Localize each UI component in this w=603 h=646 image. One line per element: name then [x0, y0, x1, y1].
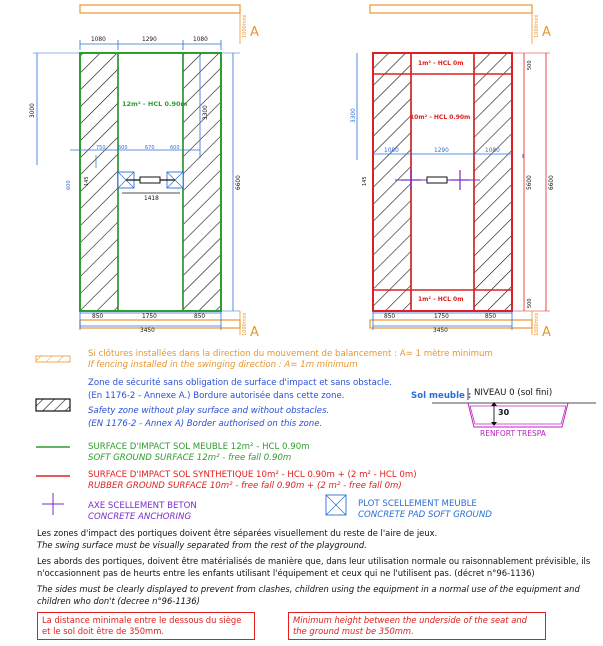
- right-bottom-dim-2: 1750: [434, 314, 449, 320]
- left-safety-zone-right: [182, 52, 222, 312]
- pad-legend-en: CONCRETE PAD SOFT GROUND: [358, 510, 492, 520]
- right-total-width: 3450: [433, 328, 448, 334]
- seat-height-note-en: Minimum height between the underside of …: [288, 612, 546, 640]
- right-marker-top: A: [542, 25, 551, 40]
- anchor-legend-fr: AXE SCELLEMENT BETON: [88, 501, 197, 511]
- right-bottom-dim-1: 850: [384, 314, 395, 320]
- soil-renfort: RENFORT TRESPA: [480, 429, 546, 438]
- left-height-dim: 6600: [236, 175, 242, 190]
- anchor-legend-en: CONCRETE ANCHORING: [88, 512, 192, 522]
- right-bottom-small: 500: [527, 298, 533, 308]
- notes-section: Les zones d'impact des portiques doivent…: [37, 528, 597, 612]
- left-top-dim-2: 1290: [142, 37, 157, 43]
- left-bottom-dim-1: 850: [92, 314, 103, 320]
- safety-legend-en-1: Safety zone without play surface and wit…: [88, 406, 330, 416]
- anchor-icon: [42, 493, 64, 515]
- fence-legend-swatch: [35, 355, 71, 363]
- soil-level-label: NIVEAU 0 (sol fini): [474, 388, 553, 398]
- left-spacing-2: 600: [118, 145, 128, 151]
- legend-symbols: [35, 355, 596, 516]
- right-fence-dim-bottom: 1000mini: [534, 312, 540, 336]
- left-swing-seat: [139, 176, 161, 184]
- right-zone-mid: 10m² - HCL 0.90m: [410, 114, 470, 121]
- left-marker-top: A: [250, 25, 259, 40]
- soft-legend-fr: SURFACE D'IMPACT SOL MEUBLE 12m² - HCL 0…: [88, 442, 310, 452]
- fence-legend-en: If fencing installed in the swinging dir…: [88, 360, 358, 370]
- left-fence-top: [79, 4, 241, 14]
- right-height-dim: 6600: [549, 175, 555, 190]
- note-2-en: The sides must be clearly displayed to p…: [37, 584, 580, 606]
- fence-legend-fr: Si clôtures installées dans la direction…: [88, 349, 493, 359]
- right-impact-surface: [372, 52, 513, 312]
- left-fence-bottom: [79, 319, 241, 329]
- right-top-dim-1: 1080: [384, 148, 399, 154]
- soil-depth: 30: [498, 408, 510, 417]
- left-zone-label: 12m² - HCL 0.90m: [122, 100, 188, 108]
- right-inner-height: 5600: [527, 175, 533, 190]
- left-layout: 12m² - HCL 0.90m 1080 1290 1080 3000 330…: [30, 4, 259, 340]
- safety-legend-en-2: (EN 1176-2 - Annex A) Border authorised …: [88, 419, 323, 429]
- note-1: Les zones d'impact des portiques doivent…: [37, 528, 597, 551]
- left-inner-height: 3300: [203, 105, 209, 120]
- left-top-dim-1: 1080: [91, 37, 106, 43]
- rubber-legend-en: RUBBER GROUND SURFACE 10m² - free fall 0…: [88, 481, 402, 491]
- note-2-fr: Les abords des portiques, doivent être m…: [37, 556, 591, 578]
- note-1-fr: Les zones d'impact des portiques doivent…: [37, 528, 438, 538]
- left-beam-dim: 1418: [144, 196, 159, 202]
- note-3: The sides must be clearly displayed to p…: [37, 584, 597, 607]
- right-bottom-dim-3: 850: [485, 314, 496, 320]
- right-top-small: 500: [527, 60, 533, 70]
- right-fence-dim-top: 1000mini: [534, 14, 540, 38]
- right-layout: 1m² - HCL 0m 10m² - HCL 0.90m 1m² - HCL …: [351, 4, 555, 340]
- right-safety-zone-right: [473, 52, 513, 312]
- left-small-dim: 600: [66, 180, 72, 190]
- seat-height-note-fr: La distance minimale entre le dessous du…: [37, 612, 255, 640]
- rubber-legend-fr: SURFACE D'IMPACT SOL SYNTHETIQUE 10m² - …: [88, 470, 417, 480]
- safety-legend-fr-2: (En 1176-2 - Annexe A.) Bordure autorisé…: [88, 391, 345, 401]
- left-upper-dim: 3000: [30, 103, 36, 118]
- safety-legend-fr-1: Zone de sécurité sans obligation de surf…: [88, 378, 392, 388]
- right-anchor-dim: 145: [362, 176, 368, 186]
- left-fence-dim-top: 1000mini: [242, 14, 248, 38]
- left-spacing-1: 750: [96, 145, 106, 151]
- right-safety-zone-left: [372, 52, 412, 312]
- left-impact-surface: [79, 52, 222, 312]
- right-upper-dim: 3300: [351, 108, 357, 123]
- soil-diagram: [432, 388, 596, 428]
- right-marker-bottom: A: [542, 325, 551, 340]
- left-total-width: 3450: [140, 328, 155, 334]
- pad-legend-fr: PLOT SCELLEMENT MEUBLE: [358, 499, 477, 509]
- note-2: Les abords des portiques, doivent être m…: [37, 556, 597, 579]
- left-marker-bottom: A: [250, 325, 259, 340]
- right-zone-top: 1m² - HCL 0m: [418, 60, 464, 67]
- right-fence-top: [369, 4, 533, 14]
- pad-icon: [325, 494, 347, 516]
- left-top-dim-3: 1080: [193, 37, 208, 43]
- drawing-canvas: 12m² - HCL 0.90m 1080 1290 1080 3000 330…: [30, 4, 555, 340]
- left-spacing-4: 600: [170, 145, 180, 151]
- note-1-en: The swing surface must be visually separ…: [37, 539, 367, 550]
- left-safety-zone-left: [79, 52, 119, 312]
- right-zone-bottom: 1m² - HCL 0m: [418, 296, 464, 303]
- soil-title: Sol meuble :: [411, 391, 472, 401]
- safety-legend-swatch: [35, 398, 71, 412]
- right-top-dim-3: 1080: [485, 148, 500, 154]
- left-bottom-dim-3: 850: [194, 314, 205, 320]
- right-fence-bottom: [369, 319, 533, 329]
- left-bottom-dim-2: 1750: [142, 314, 157, 320]
- left-spacing-3: 670: [145, 145, 155, 151]
- left-fence-dim-bottom: 1000mini: [242, 312, 248, 336]
- right-swing-seat: [426, 176, 448, 184]
- soft-legend-en: SOFT GROUND SURFACE 12m² - free fall 0.9…: [88, 453, 292, 463]
- right-top-dim-2: 1290: [434, 148, 449, 154]
- left-anchor-dim: 145: [84, 176, 90, 186]
